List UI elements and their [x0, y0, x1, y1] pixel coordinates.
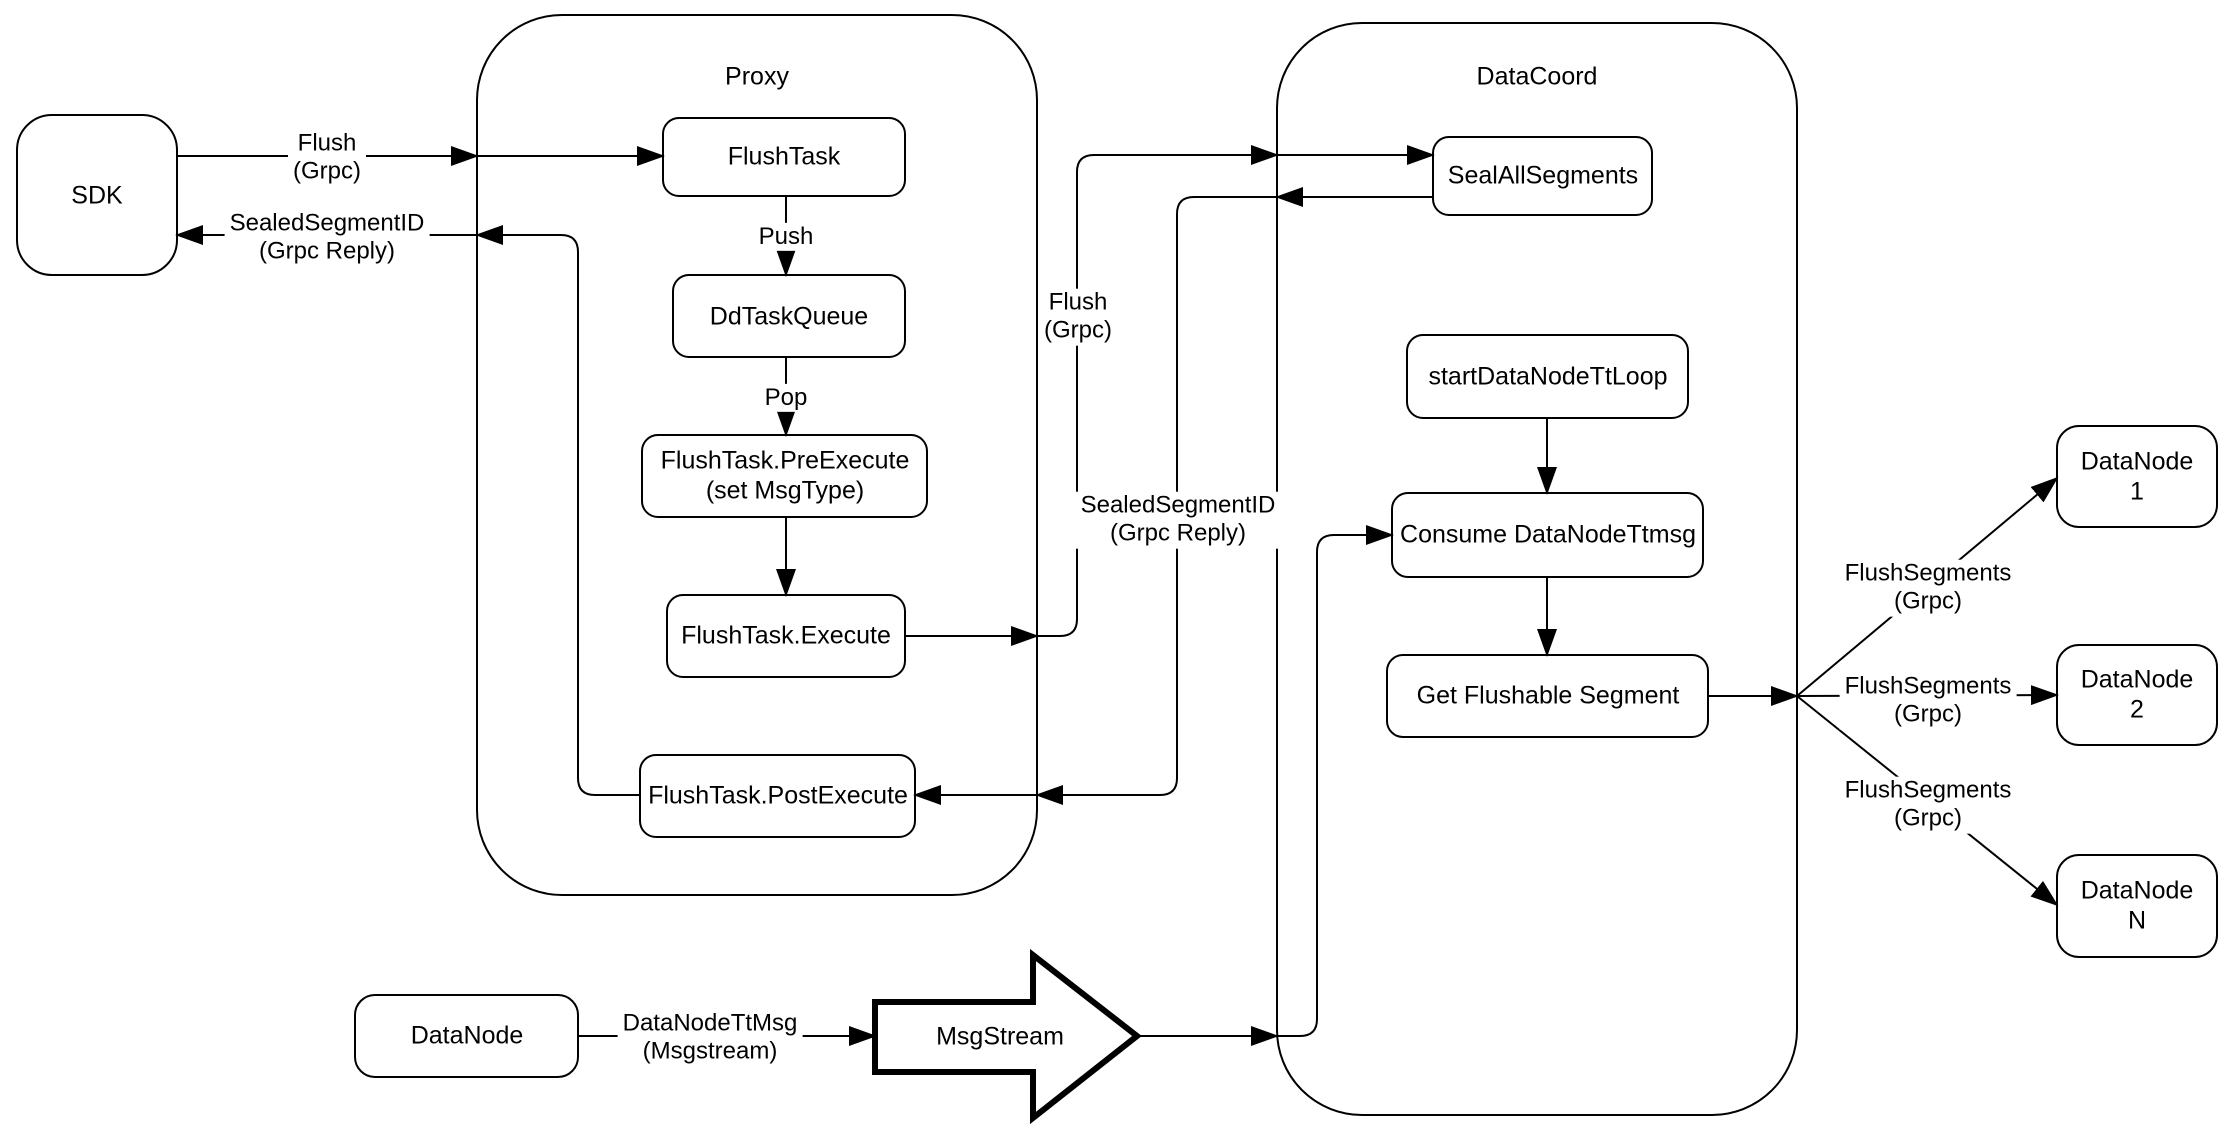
edge-msgstream-into-consume [1277, 525, 1394, 1037]
node-sdk [16, 114, 178, 276]
edge-label-flushsegments-3: FlushSegments (Grpc) [1839, 776, 2017, 834]
edge-label-flush-grpc-sdk: Flush (Grpc) [288, 129, 366, 187]
edge-postexecute-out [475, 225, 640, 796]
node-datanode-src-label: DataNode [410, 1021, 524, 1050]
node-ddtaskqueue-label: DdTaskQueue [709, 302, 869, 331]
edge-label-datanodettmsg: DataNodeTtMsg (Msgstream) [617, 1009, 803, 1067]
node-startdatanodettloop-label: startDataNodeTtLoop [1428, 362, 1668, 391]
proxy-container-title: Proxy [725, 62, 789, 91]
edge-label-sealed-reply-sdk: SealedSegmentID (Grpc Reply) [224, 209, 430, 267]
node-datanode-1 [2056, 425, 2218, 528]
node-sealallsegments-label: SealAllSegments [1447, 161, 1639, 190]
edge-label-flushsegments-1: FlushSegments (Grpc) [1839, 559, 2017, 617]
datacoord-container [1276, 22, 1798, 1116]
edge-label-flushsegments-2: FlushSegments (Grpc) [1839, 672, 2017, 730]
node-datanode-2-label: DataNode 2 [2080, 665, 2194, 724]
node-datanode-n-label: DataNode N [2080, 876, 2194, 935]
node-datanode-1-label: DataNode 1 [2080, 447, 2194, 506]
node-execute-label: FlushTask.Execute [681, 621, 891, 650]
node-preexecute-label: FlushTask.PreExecute (set MsgType) [660, 446, 910, 505]
node-consumedatanodettmsg-label: Consume DataNodeTtmsg [1400, 520, 1696, 549]
edge-label-push: Push [753, 222, 819, 252]
edge-flush-to-datacoord [1037, 145, 1279, 637]
edge-label-pop: Pop [759, 383, 813, 413]
node-postexecute-label: FlushTask.PostExecute [648, 781, 908, 810]
diagram-edges [175, 145, 2059, 1046]
msgstream-block-arrow [872, 948, 1142, 1125]
node-msgstream-label: MsgStream [936, 1022, 1064, 1051]
node-flushtask-label: FlushTask [727, 142, 841, 171]
edge-label-sealed-reply-mid: SealedSegmentID (Grpc Reply) [1075, 491, 1281, 549]
proxy-container [476, 14, 1038, 896]
node-sealallsegments [1432, 136, 1653, 216]
datacoord-container-title: DataCoord [1476, 62, 1598, 91]
node-getflushablesegment-label: Get Flushable Segment [1416, 681, 1680, 710]
node-sdk-label: SDK [71, 181, 123, 210]
edge-label-flush-grpc-mid: Flush (Grpc) [1039, 288, 1117, 346]
